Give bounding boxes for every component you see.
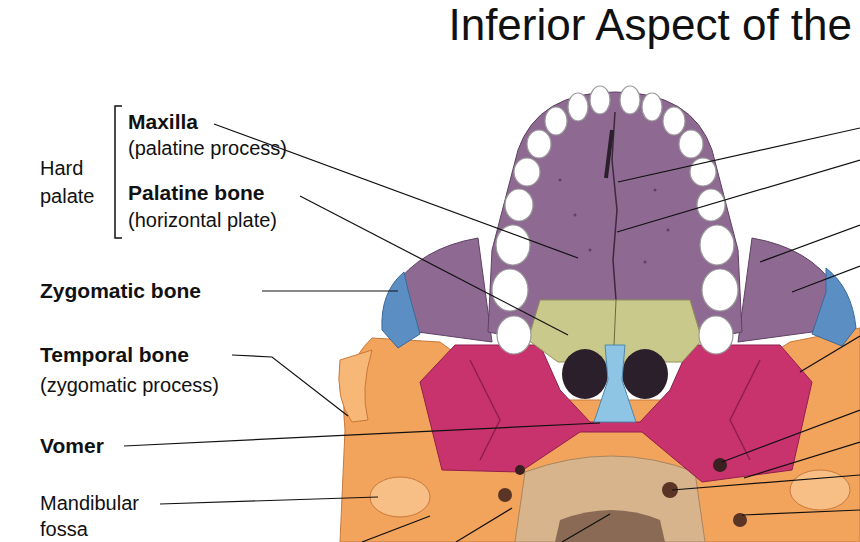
page-title: Inferior Aspect of the [448, 0, 852, 50]
vomer [594, 345, 636, 422]
part-label: Hard palate [40, 154, 95, 210]
temporal-occipital-region-part [370, 477, 430, 517]
part-label: Palatine bone [128, 181, 265, 205]
leader-lines-part [760, 225, 860, 262]
maxilla-palate-part [574, 214, 577, 217]
basilar-region-part [515, 456, 705, 542]
leader-lines-part [160, 497, 378, 504]
teeth-part [545, 107, 567, 135]
teeth [492, 86, 738, 354]
maxilla-palate-part [644, 261, 647, 264]
choanae-part [622, 349, 668, 399]
teeth-part [679, 130, 703, 158]
hard-palate-bracket-part [115, 106, 122, 238]
leader-lines-part [744, 442, 860, 478]
part-label: Vomer [40, 434, 104, 458]
leader-lines-part [792, 266, 860, 292]
part-label: (horizontal plate) [128, 208, 277, 232]
sphenoid-bone [420, 345, 812, 482]
part-label: Temporal bone [40, 343, 189, 367]
teeth-part [620, 86, 640, 114]
foramina-part [713, 458, 727, 472]
maxilla-palate-part [654, 189, 657, 192]
teeth-part [505, 189, 533, 221]
leader-lines-part [300, 196, 568, 335]
leader-lines-part [124, 423, 600, 446]
teeth-part [663, 107, 685, 135]
teeth-part [642, 93, 662, 121]
leader-lines [124, 124, 860, 542]
teeth-part [702, 269, 738, 311]
foramina [498, 458, 747, 527]
leader-lines-part [722, 410, 860, 462]
zygomatic-bone-part [812, 268, 856, 346]
leader-lines-part [617, 160, 860, 232]
maxilla-palate-part [559, 179, 562, 182]
teeth-part [590, 86, 610, 114]
teeth-part [697, 189, 725, 221]
leader-lines-part [262, 290, 398, 291]
temporal-occipital-region-part [340, 328, 860, 542]
zygomatic-bone-part [382, 272, 420, 348]
basilar-region-part [555, 510, 665, 542]
teeth-part [690, 158, 716, 186]
hard-palate-bracket [115, 106, 122, 238]
foramina-part [498, 488, 512, 502]
teeth-part [700, 225, 734, 265]
maxilla-palate-part [606, 130, 612, 178]
vomer-part [594, 345, 636, 422]
teeth-part [699, 316, 733, 354]
palatine-bone-part [614, 300, 616, 345]
temporal-occipital-region-part [339, 350, 372, 422]
leader-lines-part [742, 510, 860, 515]
leader-lines-part [232, 355, 348, 416]
leader-lines-part [456, 508, 512, 542]
leader-lines-part [618, 128, 860, 182]
part-label: (zygomatic process) [40, 373, 219, 397]
maxilla-palate-part [589, 249, 592, 252]
part-label: Maxilla [128, 110, 198, 134]
teeth-part [568, 93, 588, 121]
part-label: (palatine process) [128, 136, 287, 160]
teeth-part [514, 158, 540, 186]
teeth-part [527, 130, 551, 158]
sphenoid-bone-part [470, 360, 500, 460]
leader-lines-part [362, 516, 430, 542]
teeth-part [496, 225, 530, 265]
basilar-region [515, 456, 705, 542]
maxilla-palate-part [612, 112, 617, 300]
foramina-part [515, 465, 525, 475]
sphenoid-bone-part [730, 360, 760, 460]
sphenoid-bone-part [420, 345, 812, 482]
choanae-part [562, 349, 608, 399]
teeth-part [497, 316, 531, 354]
maxilla-palate-part [667, 229, 670, 232]
leader-lines-part [800, 336, 860, 372]
leader-lines-part [672, 475, 860, 490]
temporal-occipital-region [339, 328, 860, 542]
part-label: Mandibular fossa [40, 490, 139, 542]
part-label: Zygomatic bone [40, 279, 201, 303]
leader-lines-part [562, 514, 610, 542]
